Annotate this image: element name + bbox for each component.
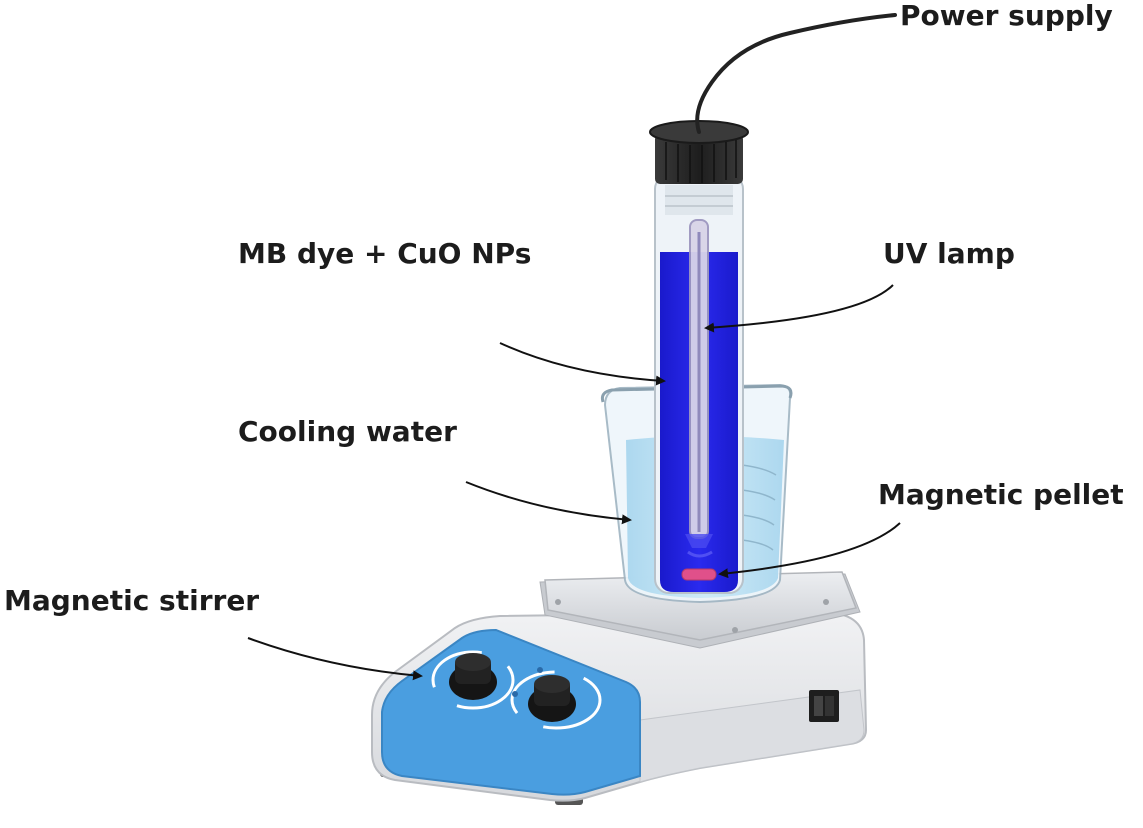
control-panel xyxy=(381,628,641,796)
beaker-graduations xyxy=(741,464,777,551)
knob-top xyxy=(534,675,570,693)
power-switch-rocker xyxy=(825,696,834,716)
stir-paddle xyxy=(685,534,713,548)
stirrer-side xyxy=(639,689,865,783)
plate-screw xyxy=(823,599,829,605)
power-switch-rocker xyxy=(814,696,823,716)
arrow-uv-lamp xyxy=(704,284,894,333)
indicator-dot xyxy=(537,667,543,673)
stirrer-plate xyxy=(539,571,861,649)
plate-screw xyxy=(555,599,561,605)
knob-ring xyxy=(510,670,602,730)
arrow-mb-dye xyxy=(499,342,666,386)
label-magnetic-pellet: Magnetic pellet xyxy=(878,478,1124,511)
plate-screw xyxy=(732,627,738,633)
knob-ring xyxy=(431,650,515,710)
arrow-magnetic-stirrer xyxy=(247,637,423,681)
indicator-dot xyxy=(512,691,518,697)
power-switch xyxy=(809,690,839,722)
arrow-cooling-water xyxy=(465,481,632,525)
label-cooling-water: Cooling water xyxy=(238,415,457,448)
power-cable xyxy=(695,13,897,134)
label-mb-dye-cuo-nps: MB dye + CuO NPs xyxy=(238,237,532,270)
plate-top xyxy=(544,571,858,641)
arrow-magnetic-pellet xyxy=(718,522,901,579)
knob-top xyxy=(455,653,491,671)
magnetic-stirrer xyxy=(371,610,868,805)
tube-threads xyxy=(665,185,733,215)
label-magnetic-stirrer: Magnetic stirrer xyxy=(4,584,260,617)
cap-grip-ridges xyxy=(665,140,737,183)
magnetic-pellet xyxy=(681,568,717,581)
reactor-tube xyxy=(654,174,744,594)
label-uv-lamp: UV lamp xyxy=(883,237,1015,270)
label-power-supply: Power supply xyxy=(900,0,1113,32)
